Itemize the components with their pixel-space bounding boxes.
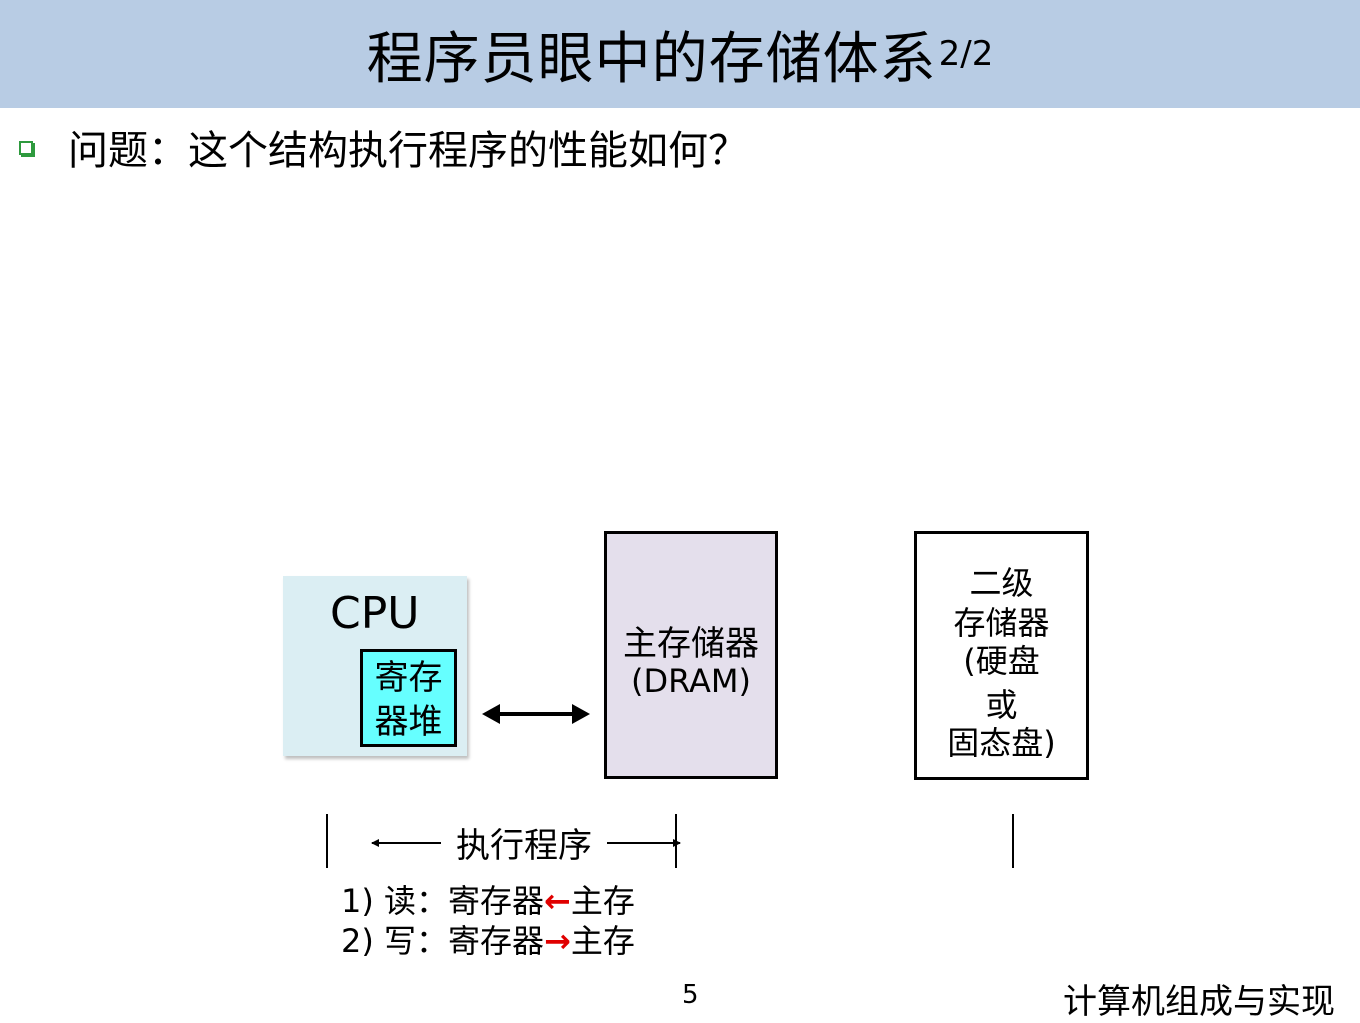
execute-program-label: 执行程序 — [456, 826, 592, 866]
page-number: 5 — [682, 980, 699, 1010]
secondary-storage-line5: 固态盘) — [947, 724, 1056, 762]
bullet-square-icon — [19, 141, 33, 155]
secondary-storage-line3: (硬盘 — [963, 642, 1040, 680]
step-read-prefix: 1) 读：寄存器 — [341, 882, 545, 920]
secondary-storage-line4: 或 — [985, 686, 1018, 724]
slide-title-superscript: 2/2 — [938, 34, 994, 74]
register-file-box: 寄存 器堆 — [360, 649, 457, 747]
question-bullet: 问题：这个结构执行程序的性能如何？ — [68, 128, 748, 174]
secondary-storage-box: 二级 存储器 (硬盘 或 固态盘) — [914, 531, 1089, 780]
register-file-label-line2: 器堆 — [374, 702, 443, 742]
dram-label: (DRAM) — [630, 662, 752, 700]
secondary-storage-line2: 存储器 — [953, 604, 1050, 642]
step-write-prefix: 2) 写：寄存器 — [341, 922, 545, 960]
main-memory-label: 主存储器 — [623, 624, 759, 664]
slide-title: 程序员眼中的存储体系 — [366, 26, 937, 92]
secondary-storage-line1: 二级 — [969, 564, 1034, 602]
register-file-label-line1: 寄存 — [374, 658, 443, 698]
right-arrow-icon: → — [544, 922, 571, 960]
left-arrow-icon: ← — [544, 882, 571, 920]
course-footer: 计算机组成与实现 — [1063, 982, 1335, 1022]
step-write: 2) 写：寄存器→主存 — [341, 916, 635, 962]
cpu-label: CPU — [330, 588, 420, 639]
step-read: 1) 读：寄存器←主存 — [341, 876, 635, 922]
main-memory-box: 主存储器 (DRAM) — [604, 531, 778, 779]
cpu-memory-double-arrow — [482, 704, 590, 724]
step-read-suffix: 主存 — [570, 882, 635, 920]
step-write-suffix: 主存 — [570, 922, 635, 960]
